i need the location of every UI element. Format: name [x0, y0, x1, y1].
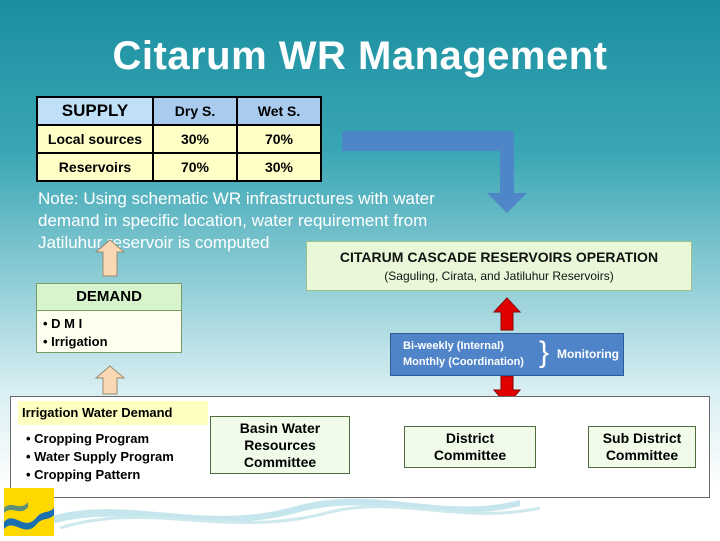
- sub-district-committee: Sub District Committee: [588, 426, 696, 468]
- cell-local-dry: 30%: [152, 124, 238, 154]
- cascade-title: CITARUM CASCADE RESERVOIRS OPERATION: [339, 249, 659, 265]
- demand-item-dmi: D M I: [51, 316, 83, 331]
- basin-line-3: Committee: [243, 453, 317, 470]
- demand-list: • D M I • Irrigation: [37, 315, 181, 351]
- list-item: • Cropping Pattern: [26, 467, 141, 482]
- row-label-reservoirs: Reservoirs: [36, 152, 154, 182]
- demand-box: DEMAND • D M I • Irrigation: [36, 283, 182, 353]
- list-item: • Water Supply Program: [26, 449, 174, 464]
- irrigation-demand-list: • Cropping Program • Water Supply Progra…: [26, 430, 174, 484]
- cascade-operation-box: CITARUM CASCADE RESERVOIRS OPERATION (Sa…: [306, 241, 692, 291]
- district-line-2: Committee: [433, 447, 507, 463]
- demand-item-irrigation: Irrigation: [51, 334, 108, 349]
- logo-wave-icon: [4, 488, 54, 536]
- bent-arrow-icon: [342, 131, 527, 213]
- cell-reservoirs-dry: 70%: [152, 152, 238, 182]
- monitoring-box: Bi-weekly (Internal) Monthly (Coordinati…: [390, 333, 624, 376]
- list-item: • Irrigation: [43, 334, 108, 349]
- list-item: • D M I: [43, 316, 83, 331]
- basin-water-resources-committee: Basin Water Resources Committee: [210, 416, 350, 474]
- monitoring-biweekly: Bi-weekly (Internal): [403, 340, 504, 352]
- row-label-local-sources: Local sources: [36, 124, 154, 154]
- header-supply: SUPPLY: [36, 96, 154, 126]
- wave-decoration: [40, 498, 520, 528]
- district-committee: District Committee: [404, 426, 536, 468]
- item-water-supply-program: Water Supply Program: [34, 449, 174, 464]
- up-arrow-icon: [94, 239, 126, 277]
- item-cropping-program: Cropping Program: [34, 431, 150, 446]
- cell-reservoirs-wet: 30%: [236, 152, 322, 182]
- subdistrict-line-2: Committee: [605, 447, 679, 463]
- logo: [4, 488, 54, 536]
- brace-icon: }: [539, 336, 550, 369]
- table-row: Reservoirs 70% 30%: [36, 152, 322, 182]
- cascade-subtitle: (Saguling, Cirata, and Jatiluhur Reservo…: [384, 269, 614, 283]
- table-row: Local sources 30% 70%: [36, 124, 322, 154]
- note-text: Note: Using schematic WR infrastructures…: [38, 189, 435, 252]
- table-header-row: SUPPLY Dry S. Wet S.: [36, 96, 322, 126]
- header-wet-season: Wet S.: [236, 96, 322, 126]
- page-title: Citarum WR Management: [112, 34, 608, 78]
- header-dry-season: Dry S.: [152, 96, 238, 126]
- basin-line-1: Basin Water: [239, 419, 321, 436]
- cell-local-wet: 70%: [236, 124, 322, 154]
- up-arrow-icon: [94, 365, 126, 395]
- red-up-arrow-icon: [492, 297, 522, 331]
- demand-title: DEMAND: [37, 284, 181, 311]
- basin-line-2: Resources: [244, 436, 316, 453]
- district-line-1: District: [445, 430, 495, 446]
- wave-decoration: [59, 505, 541, 530]
- list-item: • Cropping Program: [26, 431, 150, 446]
- subdistrict-line-1: Sub District: [602, 430, 682, 446]
- irrigation-demand-title: Irrigation Water Demand: [18, 401, 208, 425]
- monitoring-monthly: Monthly (Coordination): [403, 356, 524, 368]
- monitoring-label: Monitoring: [557, 347, 619, 361]
- supply-table: SUPPLY Dry S. Wet S. Local sources 30% 7…: [36, 96, 322, 182]
- item-cropping-pattern: Cropping Pattern: [34, 467, 141, 482]
